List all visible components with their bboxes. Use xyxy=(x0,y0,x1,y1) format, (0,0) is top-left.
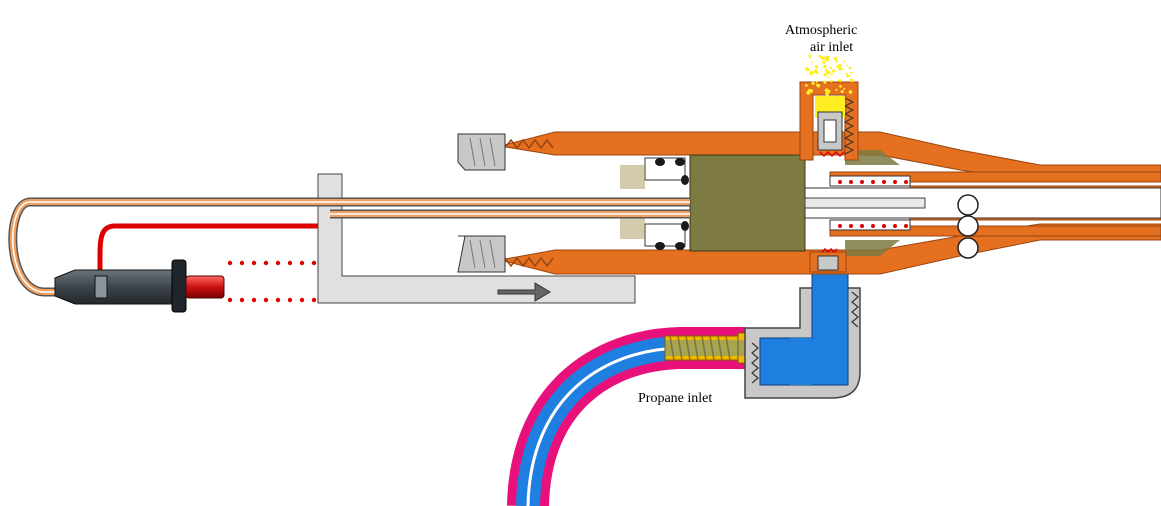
air-particle xyxy=(827,70,831,75)
spark-path xyxy=(227,180,908,303)
air-particle xyxy=(843,87,846,90)
air-particle xyxy=(829,66,832,69)
air-particles xyxy=(804,54,854,96)
air-inlet-label-line2: air inlet xyxy=(810,40,854,55)
air-particle xyxy=(824,68,828,72)
air-particle xyxy=(808,56,811,59)
air-particle xyxy=(846,64,848,67)
air-particle xyxy=(807,68,810,72)
air-particle xyxy=(820,56,825,60)
air-particle xyxy=(830,73,833,76)
air-particle xyxy=(809,89,814,93)
air-particle xyxy=(823,64,827,69)
air-particle xyxy=(827,76,830,79)
propane-hose xyxy=(507,327,745,506)
ignition-lead-tube xyxy=(8,197,690,297)
air-particle xyxy=(815,80,818,83)
air-particle xyxy=(845,72,848,75)
air-particle xyxy=(825,91,829,96)
air-particle xyxy=(846,74,849,78)
air-particle xyxy=(808,54,812,58)
air-particle xyxy=(822,60,826,64)
air-particle xyxy=(811,81,815,85)
air-particle xyxy=(814,65,819,69)
air-particle xyxy=(850,80,853,83)
flame-holder-balls xyxy=(957,194,979,259)
air-particle xyxy=(837,79,841,82)
air-particle xyxy=(824,56,829,60)
air-particle xyxy=(832,69,836,73)
air-particle xyxy=(824,88,829,93)
seal-holders xyxy=(644,157,689,250)
air-particle xyxy=(816,83,821,88)
air-particle xyxy=(823,73,827,77)
air-particle xyxy=(833,57,836,60)
air-particle xyxy=(838,63,842,68)
compression-nut-top xyxy=(457,133,506,171)
air-particle xyxy=(825,71,828,74)
air-particle xyxy=(836,60,839,63)
air-particle xyxy=(830,79,833,83)
air-particle xyxy=(849,74,851,77)
air-inlet-fitting xyxy=(799,81,859,161)
air-particle xyxy=(840,90,844,94)
air-particle xyxy=(818,54,822,58)
slide-direction-arrow xyxy=(497,282,551,302)
air-particle xyxy=(823,80,827,84)
igniter-button[interactable] xyxy=(185,275,225,299)
red-ignition-wire xyxy=(97,223,318,292)
air-particle xyxy=(835,65,838,68)
propane-inlet-label: Propane inlet xyxy=(638,391,713,406)
air-particle xyxy=(811,60,814,63)
propane-elbow-fitting xyxy=(744,259,861,399)
air-inlet-label-line1: Atmospheric xyxy=(785,23,858,38)
propane-injector xyxy=(809,247,847,273)
air-particle xyxy=(835,88,838,91)
air-particle xyxy=(850,71,853,74)
air-particle xyxy=(843,60,845,63)
plunger-slide xyxy=(317,173,636,304)
piezo-igniter xyxy=(54,259,225,313)
air-particle xyxy=(805,84,808,87)
air-particle xyxy=(814,69,818,73)
porous-filter xyxy=(620,165,645,239)
air-particle xyxy=(809,72,813,76)
air-particle xyxy=(848,90,853,94)
air-particle xyxy=(848,66,852,70)
compression-nut-bottom xyxy=(457,235,506,273)
air-particle xyxy=(839,84,842,88)
igniter-flange xyxy=(171,259,187,313)
mixing-chamber xyxy=(689,154,806,252)
o-ring xyxy=(655,158,665,166)
air-particle xyxy=(838,66,842,71)
